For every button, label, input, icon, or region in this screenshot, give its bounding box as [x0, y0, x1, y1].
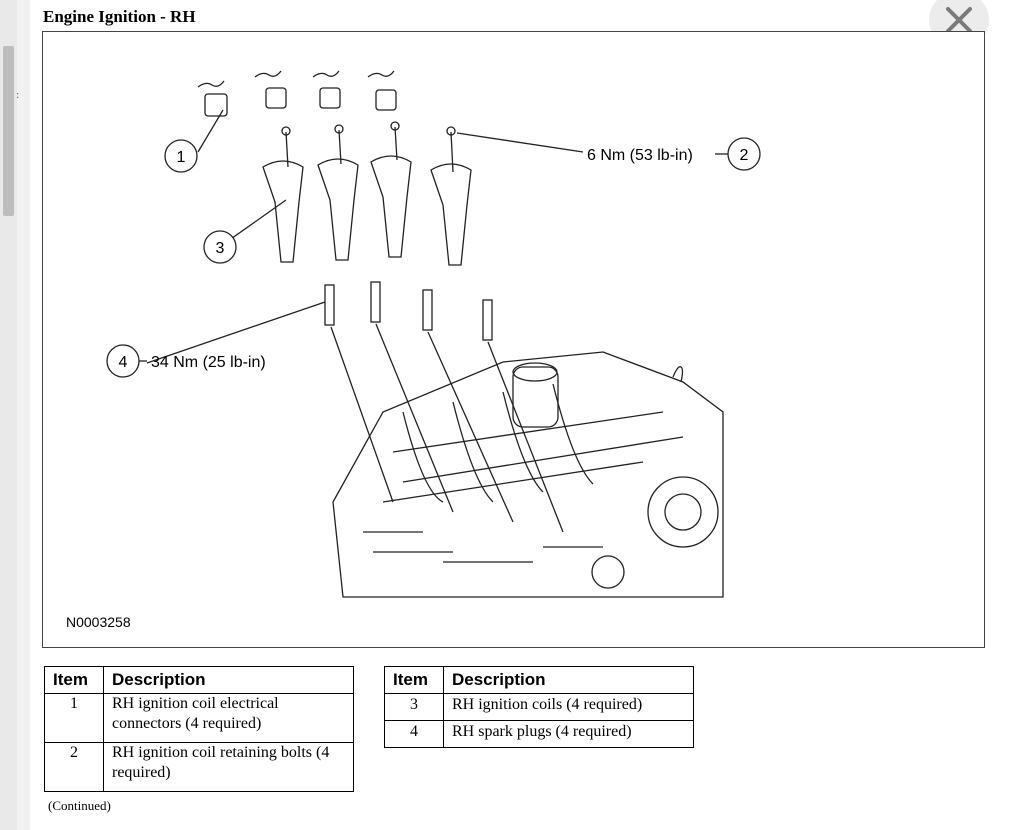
items-table-right: Item Description 3 RH ignition coils (4 …: [384, 666, 694, 748]
ignition-coils: [262, 155, 472, 266]
item-number: 2: [44, 742, 104, 792]
coil-connectors: [197, 70, 397, 117]
scrollbar-marker: :: [16, 90, 20, 101]
spark-plugs: [324, 281, 493, 341]
continued-note: (Continued): [48, 798, 111, 813]
figure-id: N0003258: [66, 614, 131, 630]
item-description: RH ignition coil retaining bolts (4 requ…: [103, 742, 354, 792]
table-row: 1 RH ignition coil electrical connectors…: [44, 693, 354, 743]
callout-3-number: 3: [216, 240, 225, 257]
callout-2-number: 2: [740, 147, 749, 164]
close-icon: [946, 7, 972, 33]
callout-4-number: 4: [119, 354, 128, 371]
callout-3-circle: [203, 230, 237, 264]
item-description: RH ignition coils (4 required): [443, 693, 694, 721]
scrollbar-thumb[interactable]: [3, 46, 14, 216]
table-row: 3 RH ignition coils (4 required): [384, 693, 694, 721]
item-number: 4: [384, 720, 444, 748]
table-row: 4 RH spark plugs (4 required): [384, 720, 694, 748]
column-header-description: Description: [443, 666, 694, 694]
table-header-row: Item Description: [44, 666, 354, 694]
callout-1-number: 1: [177, 149, 186, 166]
item-number: 1: [44, 693, 104, 743]
vertical-scrollbar[interactable]: [0, 0, 17, 830]
table-header-row: Item Description: [384, 666, 694, 694]
column-header-item: Item: [384, 666, 444, 694]
engine-block: [332, 351, 724, 598]
table-row: 2 RH ignition coil retaining bolts (4 re…: [44, 742, 354, 792]
item-description: RH spark plugs (4 required): [443, 720, 694, 748]
item-description: RH ignition coil electrical connectors (…: [103, 693, 354, 743]
callout-2-torque: 6 Nm (53 lb-in): [587, 147, 693, 164]
items-table-left: Item Description 1 RH ignition coil elec…: [44, 666, 354, 792]
item-number: 3: [384, 693, 444, 721]
callout-1-circle: [164, 139, 198, 173]
coil-bolts: [281, 121, 456, 173]
page-title: Engine Ignition - RH: [43, 7, 196, 26]
document-page: Engine Ignition - RH: [30, 0, 1021, 830]
column-header-item: Item: [44, 666, 104, 694]
ignition-diagram-figure: 1 2 3 4 6 Nm (53 lb-in) 34 Nm (25 lb-in)…: [42, 31, 985, 648]
ignition-diagram: 1 2 3 4 6 Nm (53 lb-in) 34 Nm (25 lb-in): [106, 70, 761, 598]
callout-4-torque: 34 Nm (25 lb-in): [151, 354, 266, 371]
column-header-description: Description: [103, 666, 354, 694]
